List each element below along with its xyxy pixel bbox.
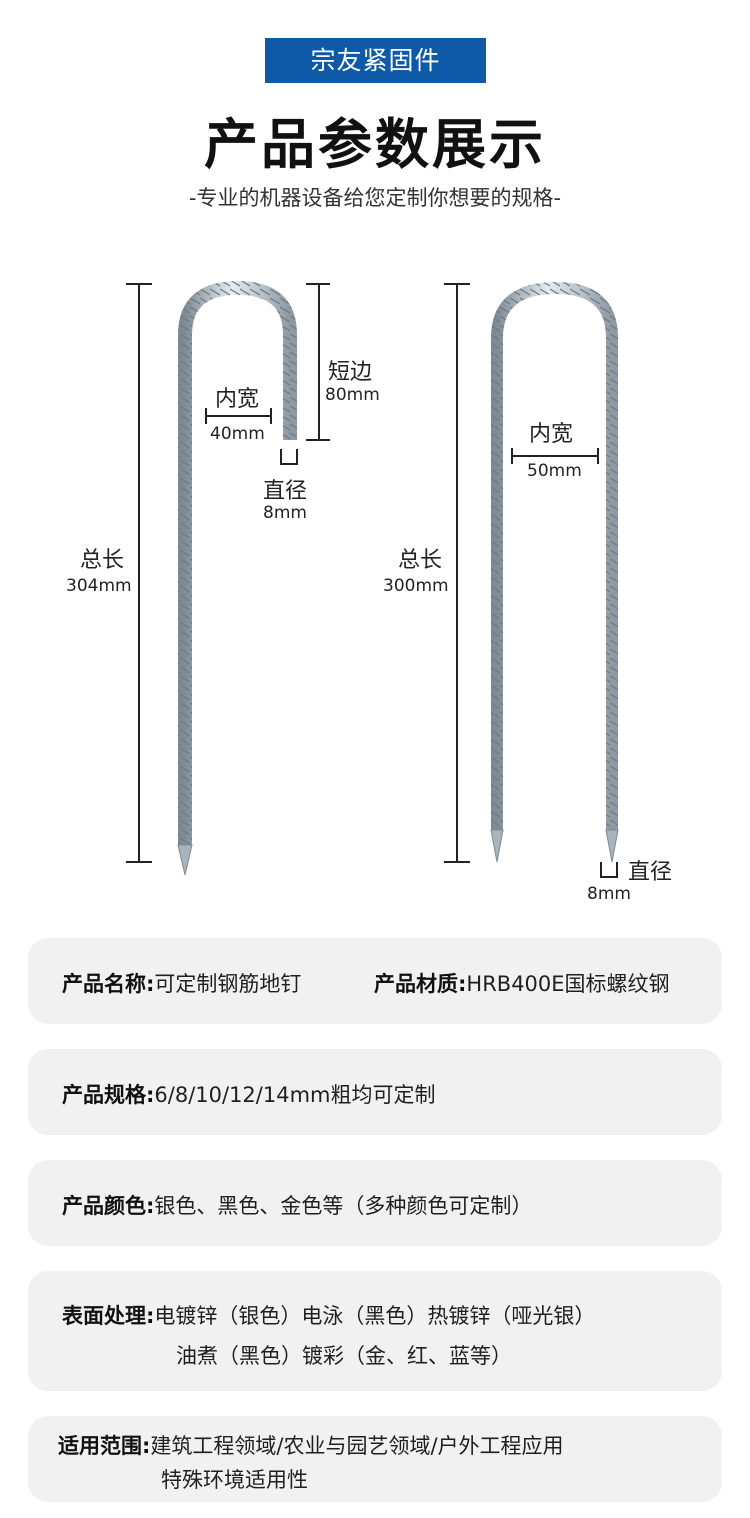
left-inner-width-value: 40mm [210, 424, 265, 444]
product-size-value: 6/8/10/12/14mm粗均可定制 [154, 1083, 436, 1107]
right-diameter-bracket [600, 862, 618, 878]
spec-card-size: 产品规格:6/8/10/12/14mm粗均可定制 [28, 1049, 722, 1135]
left-total-length-value: 304mm [66, 576, 132, 596]
spec-card-name-material: 产品名称:可定制钢筋地钉 产品材质:HRB400E国标螺纹钢 [28, 938, 722, 1024]
short-side-dimension [306, 283, 330, 441]
right-total-length-value: 300mm [383, 576, 449, 596]
product-size-row: 产品规格:6/8/10/12/14mm粗均可定制 [62, 1079, 436, 1109]
right-inner-width-label: 内宽 [529, 422, 574, 447]
product-name-key: 产品名称: [62, 972, 155, 996]
short-side-value: 80mm [325, 385, 380, 405]
product-material-key: 产品材质: [374, 972, 467, 996]
product-material-value: HRB400E国标螺纹钢 [466, 972, 670, 996]
usage-scope-value-2: 特殊环境适用性 [161, 1468, 308, 1492]
surface-treatment-row-2: 油煮（黑色）镀彩（金、红、蓝等） [176, 1340, 512, 1370]
left-diameter-label: 直径 [263, 479, 308, 504]
surface-treatment-value-1: 电镀锌（银色）电泳（黑色）热镀锌（哑光银） [154, 1304, 596, 1328]
usage-scope-value-1: 建筑工程领域/农业与园艺领域/户外工程应用 [150, 1434, 564, 1458]
page-title: 产品参数展示 [204, 113, 546, 176]
right-stake-illustration [490, 281, 619, 863]
usage-scope-row: 适用范围:建筑工程领域/农业与园艺领域/户外工程应用 [58, 1430, 564, 1460]
left-inner-width-label: 内宽 [215, 387, 260, 412]
right-total-length-label: 总长 [398, 548, 443, 573]
product-diagram [126, 280, 619, 878]
product-color-row: 产品颜色:银色、黑色、金色等（多种颜色可定制） [62, 1190, 532, 1220]
right-diameter-label: 直径 [628, 860, 673, 885]
product-size-key: 产品规格: [62, 1083, 155, 1107]
left-diameter-value: 8mm [263, 503, 307, 523]
brand-tag: 宗友紧固件 [265, 38, 486, 83]
product-color-value: 银色、黑色、金色等（多种颜色可定制） [154, 1194, 533, 1218]
product-name-row: 产品名称:可定制钢筋地钉 [62, 968, 301, 998]
product-color-key: 产品颜色: [62, 1194, 155, 1218]
product-material-row: 产品材质:HRB400E国标螺纹钢 [374, 968, 670, 998]
spec-card-usage: 适用范围:建筑工程领域/农业与园艺领域/户外工程应用 特殊环境适用性 [28, 1416, 722, 1502]
surface-treatment-value-2: 油煮（黑色）镀彩（金、红、蓝等） [176, 1344, 512, 1368]
surface-treatment-key: 表面处理: [62, 1304, 155, 1328]
right-inner-width-value: 50mm [527, 461, 582, 481]
short-side-label: 短边 [328, 360, 373, 385]
left-stake-illustration [177, 280, 297, 876]
usage-scope-row-2: 特殊环境适用性 [161, 1464, 308, 1494]
page-subtitle: -专业的机器设备给您定制你想要的规格- [188, 186, 562, 210]
right-total-length-dimension [444, 283, 470, 863]
usage-scope-key: 适用范围: [58, 1434, 151, 1458]
right-diameter-value: 8mm [587, 884, 631, 904]
product-name-value: 可定制钢筋地钉 [154, 972, 302, 996]
surface-treatment-row: 表面处理:电镀锌（银色）电泳（黑色）热镀锌（哑光银） [62, 1300, 595, 1330]
left-total-length-label: 总长 [80, 548, 125, 573]
right-inner-width-dimension [511, 448, 599, 464]
left-total-length-dimension [126, 283, 152, 863]
left-diameter-bracket [280, 449, 298, 465]
left-inner-width-dimension [205, 408, 272, 424]
spec-card-color: 产品颜色:银色、黑色、金色等（多种颜色可定制） [28, 1160, 722, 1246]
spec-card-surface: 表面处理:电镀锌（银色）电泳（黑色）热镀锌（哑光银） 油煮（黑色）镀彩（金、红、… [28, 1271, 722, 1391]
